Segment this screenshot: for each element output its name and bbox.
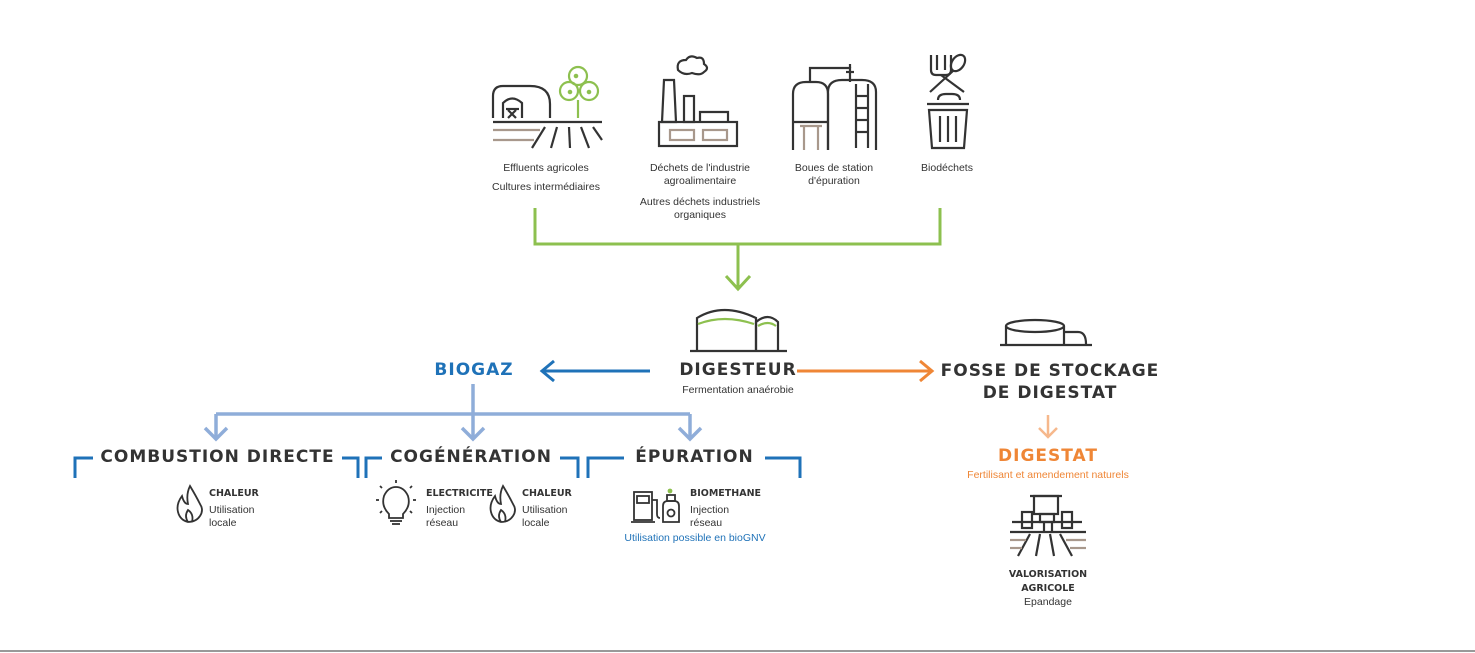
source-industry-line2: Autres déchets industriels — [639, 196, 761, 208]
agri-line2: AGRICOLE — [1021, 583, 1075, 594]
lightbulb-icon — [376, 480, 416, 525]
cogeneration-heat-l2: locale — [522, 517, 550, 529]
source-industry-line1b: agroalimentaire — [663, 175, 737, 187]
tree-icon — [558, 65, 600, 118]
biogaz-distribution-lines — [203, 384, 703, 442]
cogeneration-heat: CHALEUR Utilisation locale — [522, 487, 572, 530]
source-label-biowaste: Biodéchets — [897, 162, 997, 175]
cogeneration-electricity: ELECTRICITE Injection réseau — [426, 487, 493, 530]
arrow-to-biogaz — [539, 359, 650, 383]
gas-bottle-icon — [662, 494, 680, 523]
storage-tank-icon — [1000, 318, 1092, 347]
fuel-pump-icon — [631, 491, 661, 523]
purification-bio-l2: réseau — [690, 517, 723, 529]
arrow-to-digestat — [1038, 415, 1058, 439]
digestat-subtitle: Fertilisant et amendement naturels — [967, 469, 1129, 481]
source-label-farm: Effluents agricoles Cultures intermédiai… — [476, 162, 616, 194]
source-farm-line1: Effluents agricoles — [503, 162, 589, 174]
digester-subtitle: Fermentation anaérobie — [682, 384, 794, 396]
arrow-to-storage — [797, 359, 935, 383]
green-collector-lines — [533, 208, 942, 292]
source-industry-line1: Déchets de l'industrie — [649, 162, 751, 174]
cogeneration-heat-label: CHALEUR — [522, 488, 572, 499]
flame-icon — [176, 484, 203, 523]
digester-icon — [690, 308, 787, 353]
agri-line1: VALORISATION — [1008, 569, 1088, 580]
cogeneration-heat-l1: Utilisation — [522, 504, 568, 516]
source-farm-line2: Cultures intermédiaires — [492, 181, 600, 193]
storage-title: FOSSE DE STOCKAGE DE DIGESTAT — [930, 360, 1170, 404]
agri-label: VALORISATION AGRICOLE Epandage — [988, 568, 1108, 609]
branch-brackets — [73, 456, 802, 478]
purification-title: ÉPURATION — [635, 447, 754, 467]
treatment-plant-icon — [791, 64, 878, 150]
factory-icon — [657, 55, 739, 148]
purification-bio-label: BIOMETHANE — [690, 488, 762, 499]
combustion-heat-label: CHALEUR — [209, 488, 259, 499]
source-sludge-line1: Boues de station — [794, 162, 874, 174]
source-industry-line2b: organiques — [674, 209, 726, 221]
combustion-heat-l2: locale — [209, 517, 237, 529]
digestat-title: DIGESTAT — [998, 446, 1098, 466]
source-label-industry: Déchets de l'industrie agroalimentaire A… — [625, 162, 775, 222]
combustion-title: COMBUSTION DIRECTE — [100, 447, 335, 467]
purification-bio-l1: Injection — [690, 504, 730, 516]
cogeneration-elec-l1: Injection — [426, 504, 466, 516]
farm-icon — [491, 84, 603, 149]
cogeneration-elec-label: ELECTRICITE — [426, 488, 493, 499]
combustion-heat-l1: Utilisation — [209, 504, 255, 516]
flame-icon-cogeneration — [489, 484, 516, 523]
storage-line2: DE DIGESTAT — [982, 383, 1118, 403]
food-waste-bin-icon — [927, 53, 969, 150]
source-label-sludge: Boues de station d'épuration — [774, 162, 894, 188]
source-sludge-line1b: d'épuration — [808, 175, 860, 187]
cogeneration-elec-l2: réseau — [426, 517, 459, 529]
agri-line3: Epandage — [1024, 596, 1072, 608]
storage-line1: FOSSE DE STOCKAGE — [940, 361, 1160, 381]
combustion-heat: CHALEUR Utilisation locale — [209, 487, 259, 530]
purification-biomethane: BIOMETHANE Injection réseau — [690, 487, 761, 530]
source-biowaste-line1: Biodéchets — [921, 162, 973, 174]
digester-title: DIGESTEUR — [679, 360, 797, 380]
flame-dot-green — [667, 488, 673, 494]
tractor-icon — [1010, 494, 1086, 557]
biognv-note: Utilisation possible en bioGNV — [624, 532, 766, 544]
biogaz-title: BIOGAZ — [434, 360, 514, 380]
cogeneration-title: COGÉNÉRATION — [390, 447, 552, 467]
